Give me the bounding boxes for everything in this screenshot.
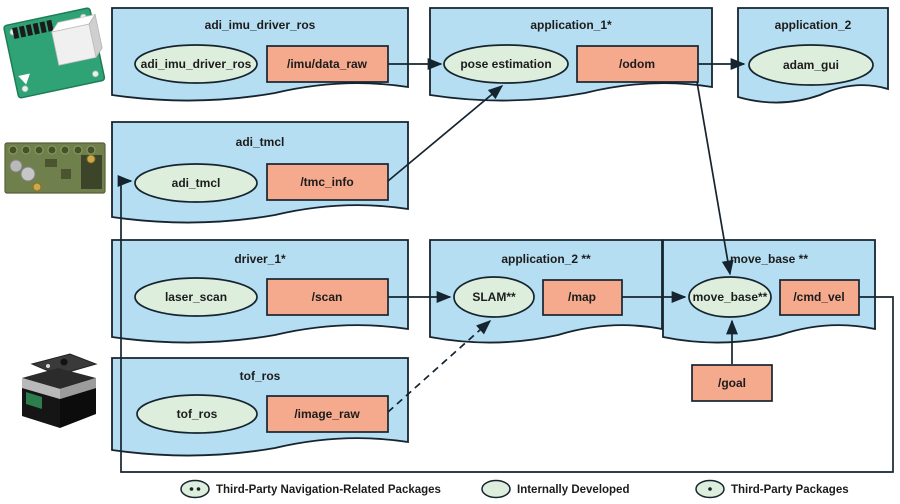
node-label: SLAM** (472, 290, 516, 304)
node-ellipse-adam-gui (748, 44, 874, 86)
pin-header-icon (12, 19, 54, 39)
node-label: adi_tmcl (172, 176, 221, 190)
package-title: application_2 (775, 18, 852, 32)
imu-board-photo (3, 7, 106, 99)
node-ellipse-pose-estimation (443, 44, 569, 84)
legend-label: Third-Party Packages (731, 484, 849, 496)
node-label: tof_ros (177, 407, 218, 421)
node-ellipse-move-base (688, 276, 772, 318)
plain-ellipse-icon (481, 479, 511, 499)
topic-rect-goal (691, 364, 773, 402)
package-box-driver-1 (111, 239, 409, 344)
topic-label: /image_raw (294, 407, 360, 421)
arrow-odom-to-move-base (696, 81, 734, 276)
node-label: adam_gui (783, 58, 839, 72)
node-ellipse-tof-ros (136, 394, 258, 434)
node-ellipse-slam (453, 276, 535, 318)
legend: Third-Party Navigation-Related Packages … (180, 479, 849, 499)
node-ellipse-adi-tmcl (134, 163, 258, 203)
legend-label: Internally Developed (517, 484, 629, 496)
legend-label: Third-Party Navigation-Related Packages (216, 484, 441, 496)
topic-rect-tmc-info (266, 163, 389, 201)
tof-camera-photo (22, 353, 98, 428)
topic-rect-scan (266, 278, 389, 316)
package-title: tof_ros (240, 369, 281, 383)
node-label: adi_imu_driver_ros (141, 57, 252, 71)
arrow-image-raw-to-slam-dashed (387, 320, 492, 413)
motor-controller-board-photo (4, 142, 106, 194)
package-title: adi_imu_driver_ros (205, 18, 316, 32)
package-title: adi_tmcl (236, 135, 285, 149)
topic-label: /tmc_info (300, 175, 353, 189)
topic-rect-map (542, 279, 623, 316)
package-title: move_base ** (730, 252, 808, 266)
package-title: application_2 ** (501, 252, 591, 266)
node-label: pose estimation (460, 57, 551, 71)
topic-label: /map (568, 290, 596, 304)
arrow-tmc-info-to-pose-estimation (387, 85, 504, 182)
topic-rect-odom (576, 45, 699, 83)
node-ellipse-laser-scan (134, 277, 258, 317)
topic-label: /scan (312, 290, 343, 304)
node-label: move_base** (693, 290, 768, 304)
topic-label-goal: /goal (718, 376, 746, 390)
package-title: driver_1* (234, 252, 286, 266)
topic-label: /cmd_vel (793, 290, 844, 304)
topic-rect-imu-data-raw (266, 45, 389, 83)
node-ellipse-adi-imu-driver-ros (134, 44, 258, 84)
topic-rect-cmd-vel (779, 279, 860, 316)
topic-label: /odom (619, 57, 655, 71)
double-asterisk-ellipse-icon (180, 479, 210, 499)
single-asterisk-ellipse-icon (695, 479, 725, 499)
topic-label: /imu/data_raw (287, 57, 368, 71)
package-title: application_1* (530, 18, 612, 32)
topic-rect-image-raw (266, 395, 389, 433)
arrow-cmd-vel-feedback-to-adi-tmcl (117, 175, 894, 473)
node-label: laser_scan (165, 290, 227, 304)
